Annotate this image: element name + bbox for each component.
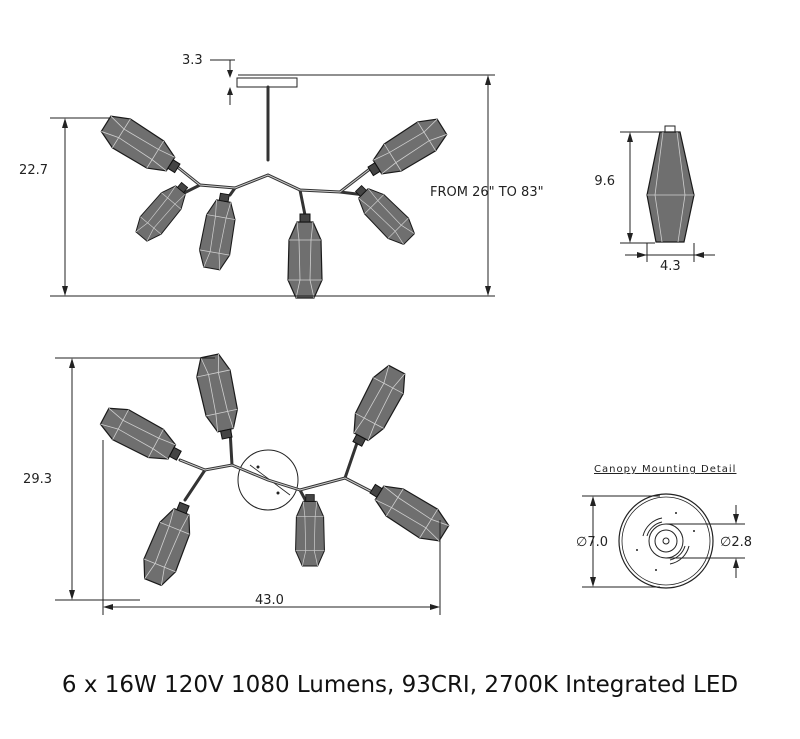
shade [341,361,413,453]
front-view: 22.7 FROM 26" TO 83" 3.3 [19,53,544,299]
width-dimension: 43.0 [255,593,284,608]
canopy-height-dimension: 3.3 [182,53,203,68]
shade [96,108,187,184]
side-view: 9.6 4.3 [594,125,715,274]
specifications-caption: 6 x 16W 120V 1080 Lumens, 93CRI, 2700K I… [61,672,739,698]
shade [96,400,188,472]
shade [361,111,452,187]
shade [287,213,323,299]
inner-diameter-dimension: ∅2.8 [720,535,752,550]
shade [295,494,325,567]
shade [130,175,196,246]
canopy [236,77,298,88]
height-dimension: 22.7 [19,163,48,178]
shade [196,190,241,272]
shade-height-dimension: 9.6 [594,174,615,189]
drop-range-dimension: FROM 26" TO 83" [430,185,544,200]
shade-width-dimension: 4.3 [660,259,681,274]
depth-dimension: 29.3 [23,472,52,487]
canopy-mounting-detail: Canopy Mounting Detail ∅7.0 ∅2.8 [576,464,752,589]
shade [347,177,420,250]
top-view: 29.3 43.0 [23,351,454,615]
detail-title: Canopy Mounting Detail [594,464,736,475]
shade [136,497,201,590]
outer-diameter-dimension: ∅7.0 [576,535,608,550]
shade [192,351,245,443]
